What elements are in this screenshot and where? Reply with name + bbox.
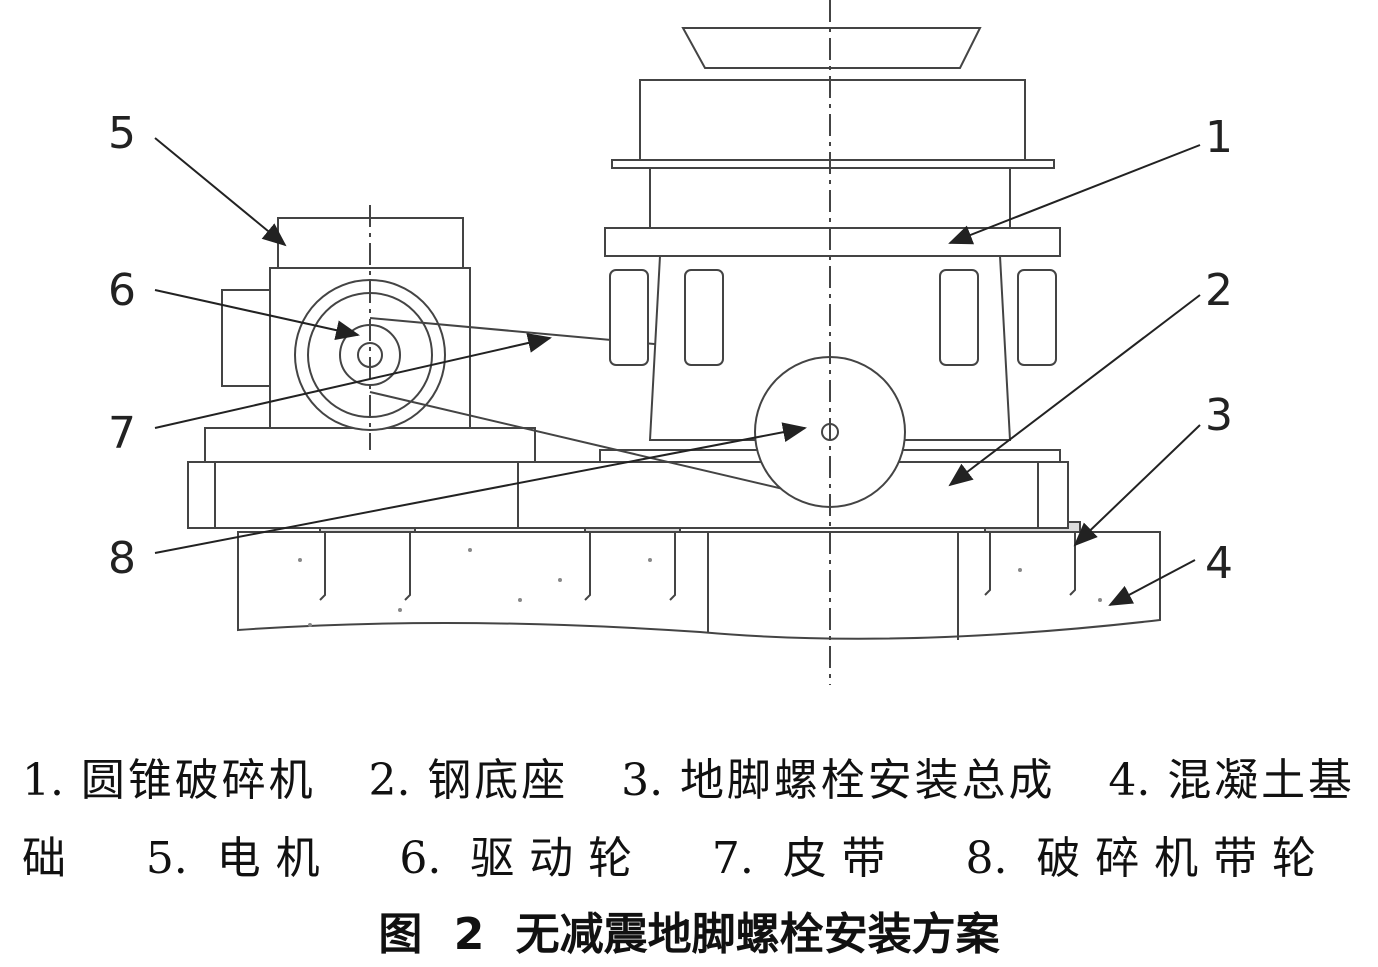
callout-5: 5: [108, 108, 136, 159]
legend-item: 2. 钢底座: [368, 755, 569, 806]
callout-6: 6: [108, 265, 136, 316]
callout-8: 8: [108, 533, 136, 584]
legend-item: 8. 破碎机带轮: [965, 833, 1317, 884]
legend-item: 3. 地脚螺栓安装总成: [621, 755, 1056, 806]
crusher-installation-drawing: 1 2 3 4 5 6 7 8: [108, 0, 1233, 685]
caption-number: 2: [453, 909, 485, 960]
figure-legend: 1. 圆锥破碎机 2. 钢底座 3. 地脚螺栓安装总成 4. 混凝土基础 5. …: [22, 742, 1352, 898]
caption-title: 无减震地脚螺栓安装方案: [515, 909, 1000, 960]
concrete-foundation: [237, 531, 1161, 640]
callout-4: 4: [1205, 538, 1233, 589]
caption-prefix: 图: [378, 909, 423, 960]
callout-7: 7: [108, 408, 136, 459]
callout-2: 2: [1205, 265, 1233, 316]
callout-3: 3: [1205, 390, 1233, 441]
steel-base: [187, 427, 1069, 529]
cone-crusher: [369, 0, 1061, 685]
legend-item: 1. 圆锥破碎机: [22, 755, 316, 806]
legend-item: 5. 电机: [145, 833, 335, 884]
legend-item: 6. 驱动轮: [399, 833, 647, 884]
legend-item: 7. 皮带: [711, 833, 901, 884]
legend-item: 4. 混凝土基础: [22, 755, 1353, 884]
figure-caption: 图 2 无减震地脚螺栓安装方案: [0, 898, 1378, 962]
callout-1: 1: [1205, 112, 1233, 163]
leader-lines: [154, 137, 1201, 606]
